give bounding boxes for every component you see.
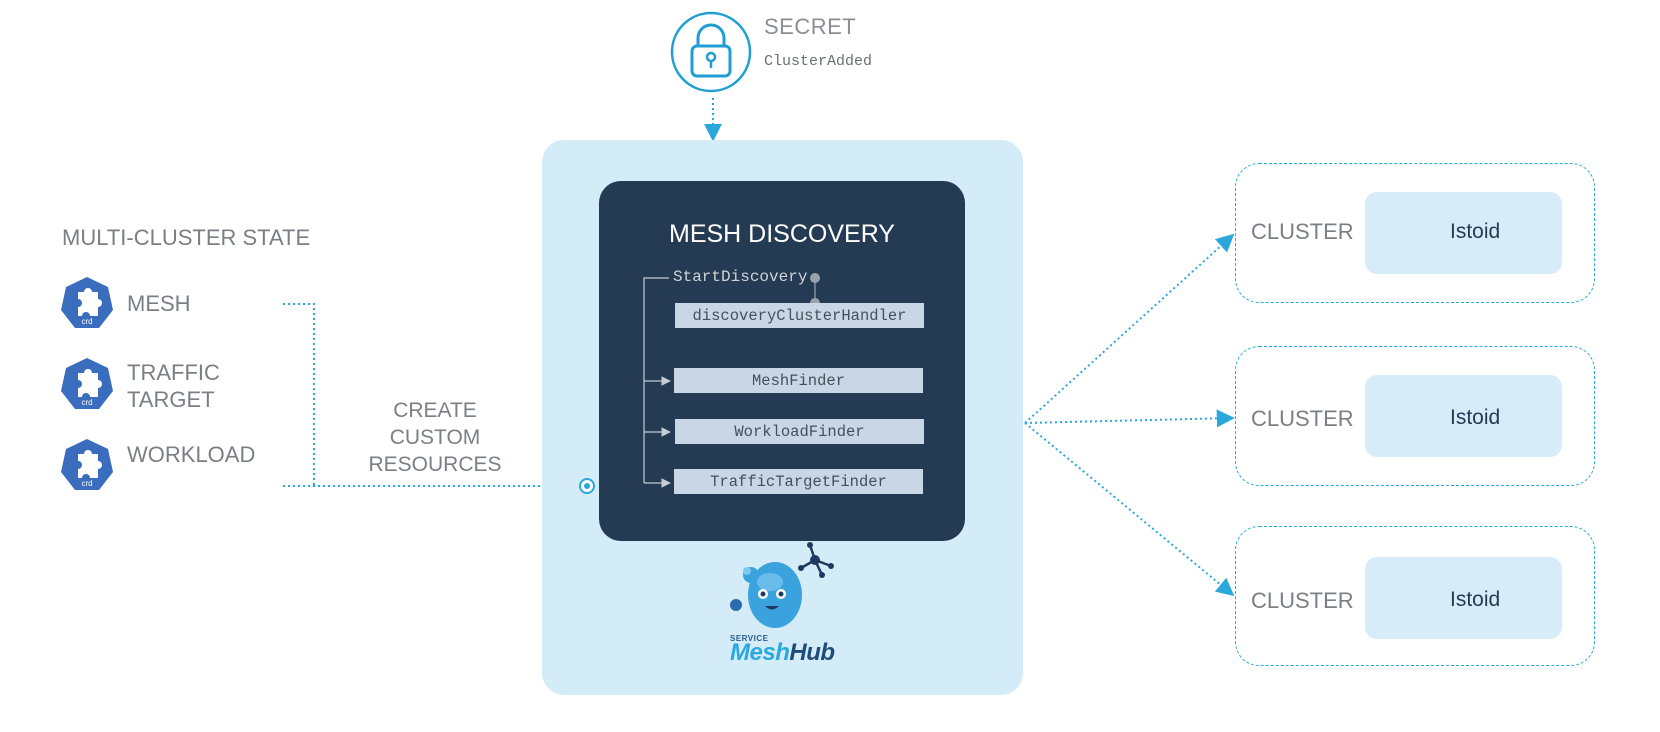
resources-to-hub-connector (283, 303, 580, 487)
mesh-discovery-title: MESH DISCOVERY (669, 220, 895, 248)
istio-box (1365, 192, 1562, 274)
start-discovery-label: StartDiscovery (673, 268, 808, 286)
mesh-finder-box: MeshFinder (674, 368, 923, 393)
create-label-line: CREATE (393, 399, 477, 422)
logo-word-mesh: Mesh (730, 639, 790, 666)
istio-label: Istoid (1450, 220, 1501, 243)
istio-box (1365, 375, 1562, 457)
create-label-line: CUSTOM (389, 426, 481, 449)
resource-label-line: TARGET (127, 387, 215, 412)
create-custom-resources-label: CREATE CUSTOM RESOURCES (355, 397, 515, 478)
cluster-label: CLUSTER (1251, 406, 1354, 431)
lock-icon (670, 11, 752, 93)
crd-badge-text: crd (81, 317, 92, 326)
cluster-label: CLUSTER (1251, 219, 1354, 244)
hub-to-clusters-connectors (1024, 233, 1235, 597)
meshhub-mascot-icon (730, 542, 834, 628)
meshhub-logo-text: MeshHub (730, 639, 835, 667)
crd-icon-workload: crd (61, 439, 113, 490)
resource-label-line: TRAFFIC (127, 360, 220, 385)
discovery-cluster-handler-box: discoveryClusterHandler (675, 303, 924, 328)
multi-cluster-state-title: MULTI-CLUSTER STATE (62, 225, 311, 250)
crd-icon-mesh: crd (61, 277, 113, 328)
istio-label: Istoid (1450, 406, 1501, 429)
traffic-target-finder-box: TrafficTargetFinder (674, 469, 923, 494)
cluster-card (1235, 163, 1595, 303)
cluster-label: CLUSTER (1251, 588, 1354, 613)
logo-word-hub: Hub (789, 639, 835, 666)
meshhub-logo-service-text: SERVICE (730, 634, 769, 643)
cluster-card (1235, 526, 1595, 666)
cluster-card (1235, 346, 1595, 486)
crd-icon-traffic-target: crd (61, 358, 113, 409)
secret-event: ClusterAdded (764, 53, 873, 70)
connector-endpoint-icon (579, 478, 595, 494)
resource-label-line: MESH (127, 291, 191, 316)
secret-title: SECRET (764, 14, 857, 39)
workload-finder-box: WorkloadFinder (675, 419, 924, 444)
crd-badge-text: crd (81, 479, 92, 488)
resource-label-mesh: MESH (127, 290, 191, 317)
create-label-line: RESOURCES (368, 453, 502, 476)
resource-label-line: WORKLOAD (127, 442, 256, 467)
resource-label-traffic-target: TRAFFIC TARGET (127, 359, 220, 413)
resource-label-workload: WORKLOAD (127, 441, 255, 468)
istio-box (1365, 557, 1562, 639)
istio-label: Istoid (1450, 588, 1501, 611)
crd-badge-text: crd (81, 398, 92, 407)
